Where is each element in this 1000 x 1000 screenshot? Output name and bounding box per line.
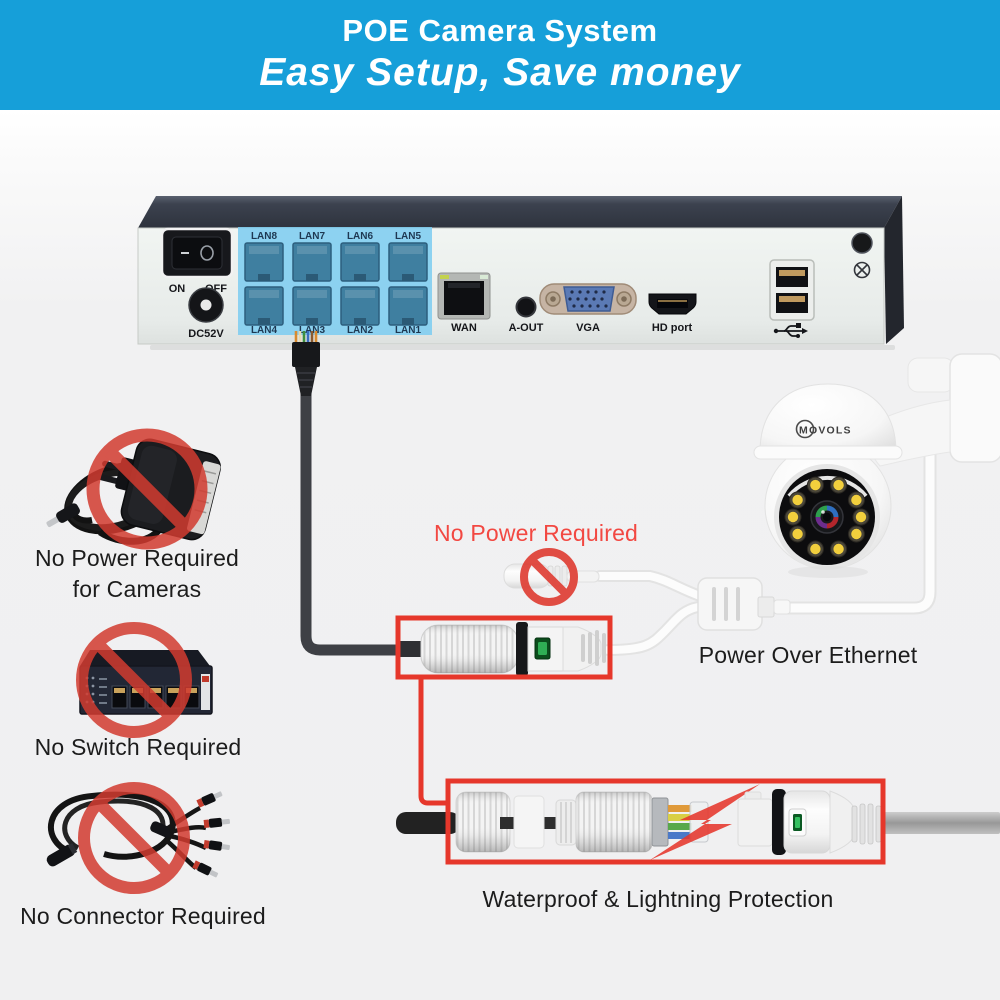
ptz-camera: MOVOLS (753, 353, 1000, 578)
nvr-side-face (884, 196, 904, 344)
no-switch-label: No Switch Required (34, 734, 242, 760)
camera-brim (753, 445, 903, 460)
camera-face-highlight (787, 475, 868, 498)
waterproof-kit-exploded (396, 784, 1000, 860)
nvr-shadow (150, 345, 895, 350)
wan-port (437, 272, 491, 320)
camera-dome-top (759, 383, 897, 456)
ground-icon (853, 261, 871, 279)
movols-logo-circle (795, 419, 815, 439)
power-adapter-photo (46, 428, 221, 550)
poe-splitter-block (697, 577, 791, 631)
no-power-required-label: No Power Required (433, 520, 639, 546)
prohibition-icon (76, 622, 192, 738)
header-banner: POE Camera System Easy Setup, Save money (0, 0, 1000, 110)
camera-cabling (503, 447, 937, 656)
page-subtitle: Easy Setup, Save money (259, 51, 741, 95)
lan3-label: LAN3 (299, 325, 326, 336)
prohibition-icon (520, 548, 578, 606)
vga-label: VGA (576, 322, 600, 334)
lightning-bolt-icon (650, 784, 760, 860)
ethernet-cable (292, 331, 426, 656)
lan8-label: LAN8 (251, 231, 278, 242)
wan-label: WAN (451, 322, 477, 334)
prohibition-icon (86, 428, 208, 550)
lan-port-panel: LAN8 LAN7 LAN6 LAN5 LAN4 LAN3 LAN2 LAN1 (238, 227, 432, 336)
no-power-for-cameras-label: No Power Required for Cameras (34, 545, 240, 602)
waterproof-kit-highlight-box (445, 778, 886, 865)
on-label: ON (169, 283, 186, 295)
dc-pigtail-crossed (503, 548, 600, 606)
camera-lens (810, 500, 844, 534)
kit-connector-body (737, 789, 882, 855)
kit-cable-left (396, 812, 460, 834)
lan2-label: LAN2 (347, 325, 374, 336)
network-switch-photo (76, 622, 213, 738)
lan-ports (244, 242, 428, 326)
dc-male-plugs (192, 791, 231, 878)
vga-port (539, 283, 637, 315)
dc-power-jack (188, 287, 224, 323)
dc-splitter-cables-photo (46, 782, 231, 894)
page-title: POE Camera System (342, 13, 658, 48)
audio-out-jack (515, 296, 537, 318)
power-over-ethernet-label: Power Over Ethernet (698, 642, 918, 668)
dc-plug (46, 503, 80, 527)
dc-label: DC52V (188, 328, 224, 340)
ethernet-cable-path (300, 386, 426, 656)
waterproof-lightning-label: Waterproof & Lightning Protection (482, 886, 834, 912)
lan5-label: LAN5 (395, 231, 422, 242)
usb-ports (769, 259, 815, 321)
camera-brand: MOVOLS (799, 425, 852, 437)
no-connector-label: No Connector Required (20, 903, 266, 929)
connector-link-line (418, 677, 448, 806)
lan7-label: LAN7 (299, 231, 326, 242)
waterproof-connector-highlight-box (395, 615, 613, 680)
usb-icon (773, 323, 808, 338)
nvr-rear-panel: ON OFF DC52V (137, 196, 904, 350)
dc-female-plug (46, 843, 78, 867)
rj45-plug (292, 331, 320, 396)
prohibition-icon (78, 782, 190, 894)
aout-label: A-OUT (509, 322, 544, 334)
movols-logo: MOVOLS (795, 419, 852, 439)
lan4-label: LAN4 (251, 325, 278, 336)
rj45-crimp-plug (651, 797, 709, 847)
waterproof-connector (396, 622, 606, 676)
hd-label: HD port (652, 322, 693, 334)
reset-button (851, 232, 873, 254)
camera-ir-leds (784, 476, 870, 558)
kit-cable-right (882, 812, 1000, 834)
nvr-power-switch (160, 227, 234, 279)
nvr-top-face (138, 196, 902, 228)
lan6-label: LAN6 (347, 231, 374, 242)
camera-shadow (788, 566, 868, 578)
hdmi-port (648, 293, 697, 315)
lan1-label: LAN1 (395, 325, 422, 336)
